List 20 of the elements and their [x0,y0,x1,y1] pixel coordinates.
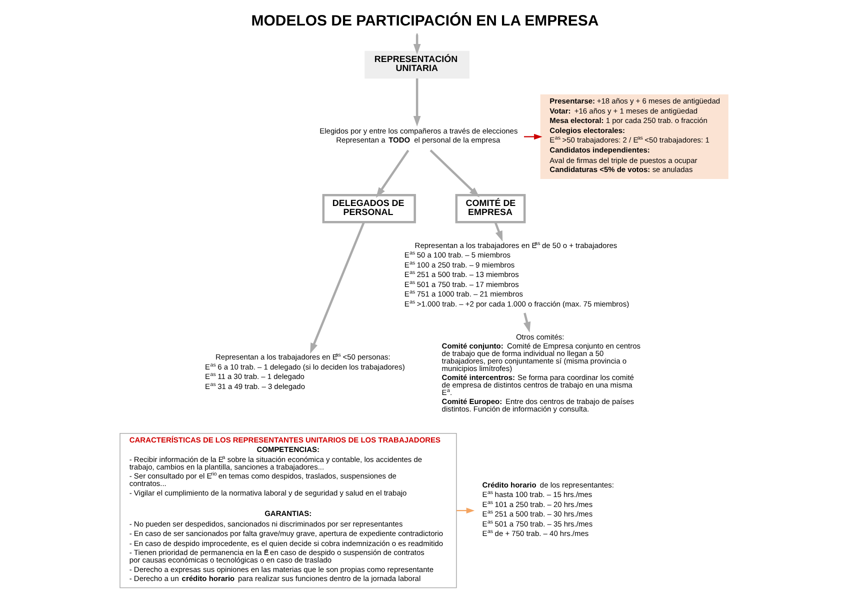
arrow [456,508,475,514]
node-box: REPRESENTACIÓN UNITARIA [364,50,470,79]
arrow [523,312,531,332]
node-box: CARACTERÍSTICAS DE LOS REPRESENTANTES UNITARIOS DE LOS TRABAJADORES COMPETENCIAS: - Recibir información de la E$^{a}$ sobre la situación económica y contable, los accidentes de trabajo, cambios en la plantilla, sanciones a trabajadores... - Ser consultado por el E$^{rio}$ en temas como despidos, traslados, suspensiones de contratos... - Vigilar el cumplimiento de la normativa laboral y de seguridad y salud en el trabajo GARANTIAS: - No pueden ser despedidos, sancionados ni discriminados por ser representantes - En caso de ser sancionados por falta grave/muy grave, apertura de expediente contradictorio - En caso de despido improcedente, es el quien decide si cobra indemnización o es readmitido - Tienen prioridad de permanencia en la E$^{a}$ en caso de despido o suspensión de contratos por causas económicas o tecnológicas o en caso de traslado - Derecho a expresas sus opiniones en las materias que le son propias como representante - Derecho a un crédito horario para realizar sus funciones dentro de la jornada laboral [120,433,457,588]
node-box: Presentarse: +18 años y + 6 meses de antigüedad Votar: +16 años y + 1 meses de antigüedad Mesa electoral: 1 por cada 250 trab. o fracción Colegios electorales: E$^{as}$ >50 trabajadores: 2 / E$^{as}$ <50 trabajadores: 1 Candidatos independientes: Aval de firmas del triple de puestos a ocupar Candidaturas <5% de votos: se anuladas [540,94,728,180]
arrow [376,150,410,198]
arrow [413,34,421,54]
diagram-title: MODELOS DE PARTICIPACIÓN EN LA EMPRESA [251,12,599,30]
arrow [430,150,480,198]
node-text: Otros comités: Comité conjunto: Comité de Empresa conjunto en centros de trabajo que de forma individual no llegan a 50 trabajadores, pero conjuntamente sí (misma provincia o municipios limítrofes) Comité intercentros: Se forma para coordinar los comité de empresa de distintos centros de trabajo en una misma E$^{a}$. Comité Europeo: Entre dos centros de trabajo de países distintos. Función de información y consulta. [442,332,641,414]
arrow [310,222,365,354]
arrow [494,222,503,242]
node-text: Elegidos por y entre los compañeros a través de elecciones Representan a TODO el personal de la empresa [320,126,518,145]
arrow [524,134,542,140]
node-box: COMITÉ DE EMPRESA [455,194,526,224]
node-text: Representan a los trabajadores en E$^{as}$ de 50 o + trabajadores E$^{as}$ 50 a 100 trab. – 5 miembros E$^{as}$ 100 a 250 trab. – 9 miembros E$^{as}$ 251 a 500 trab. – 13 miembros E$^{as}$ 501 a 750 trab. – 17 miembros E$^{as}$ 751 a 1000 trab. – 21 miembros E$^{as}$ >1.000 trab. – +2 por cada 1.000 o fracción (max. 75 miembros) [404,240,630,308]
arrow [413,78,421,127]
node-text: Crédito horario de los representantes: E$^{as}$ hasta 100 trab. – 15 hrs./mes E$^{as}$ 101 a 250 trab. – 20 hrs./mes E$^{as}$ 251 a 500 trab. – 30 hrs./mes E$^{as}$ 501 a 750 trab. – 35 hrs./mes E$^{as}$ de + 750 trab. – 40 hrs./mes [482,480,614,538]
node-box: DELEGADOS DE PERSONAL [322,194,416,224]
node-text: Representan a los trabajadores en E$^{as}$ <50 personas: E$^{as}$ 6 a 10 trab. – 1 delegado (si lo deciden los trabajadores) E$^{as}$ 11 a 30 trab. – 1 delegado E$^{as}$ 31 a 49 trab. – 3 delegado [205,352,405,391]
